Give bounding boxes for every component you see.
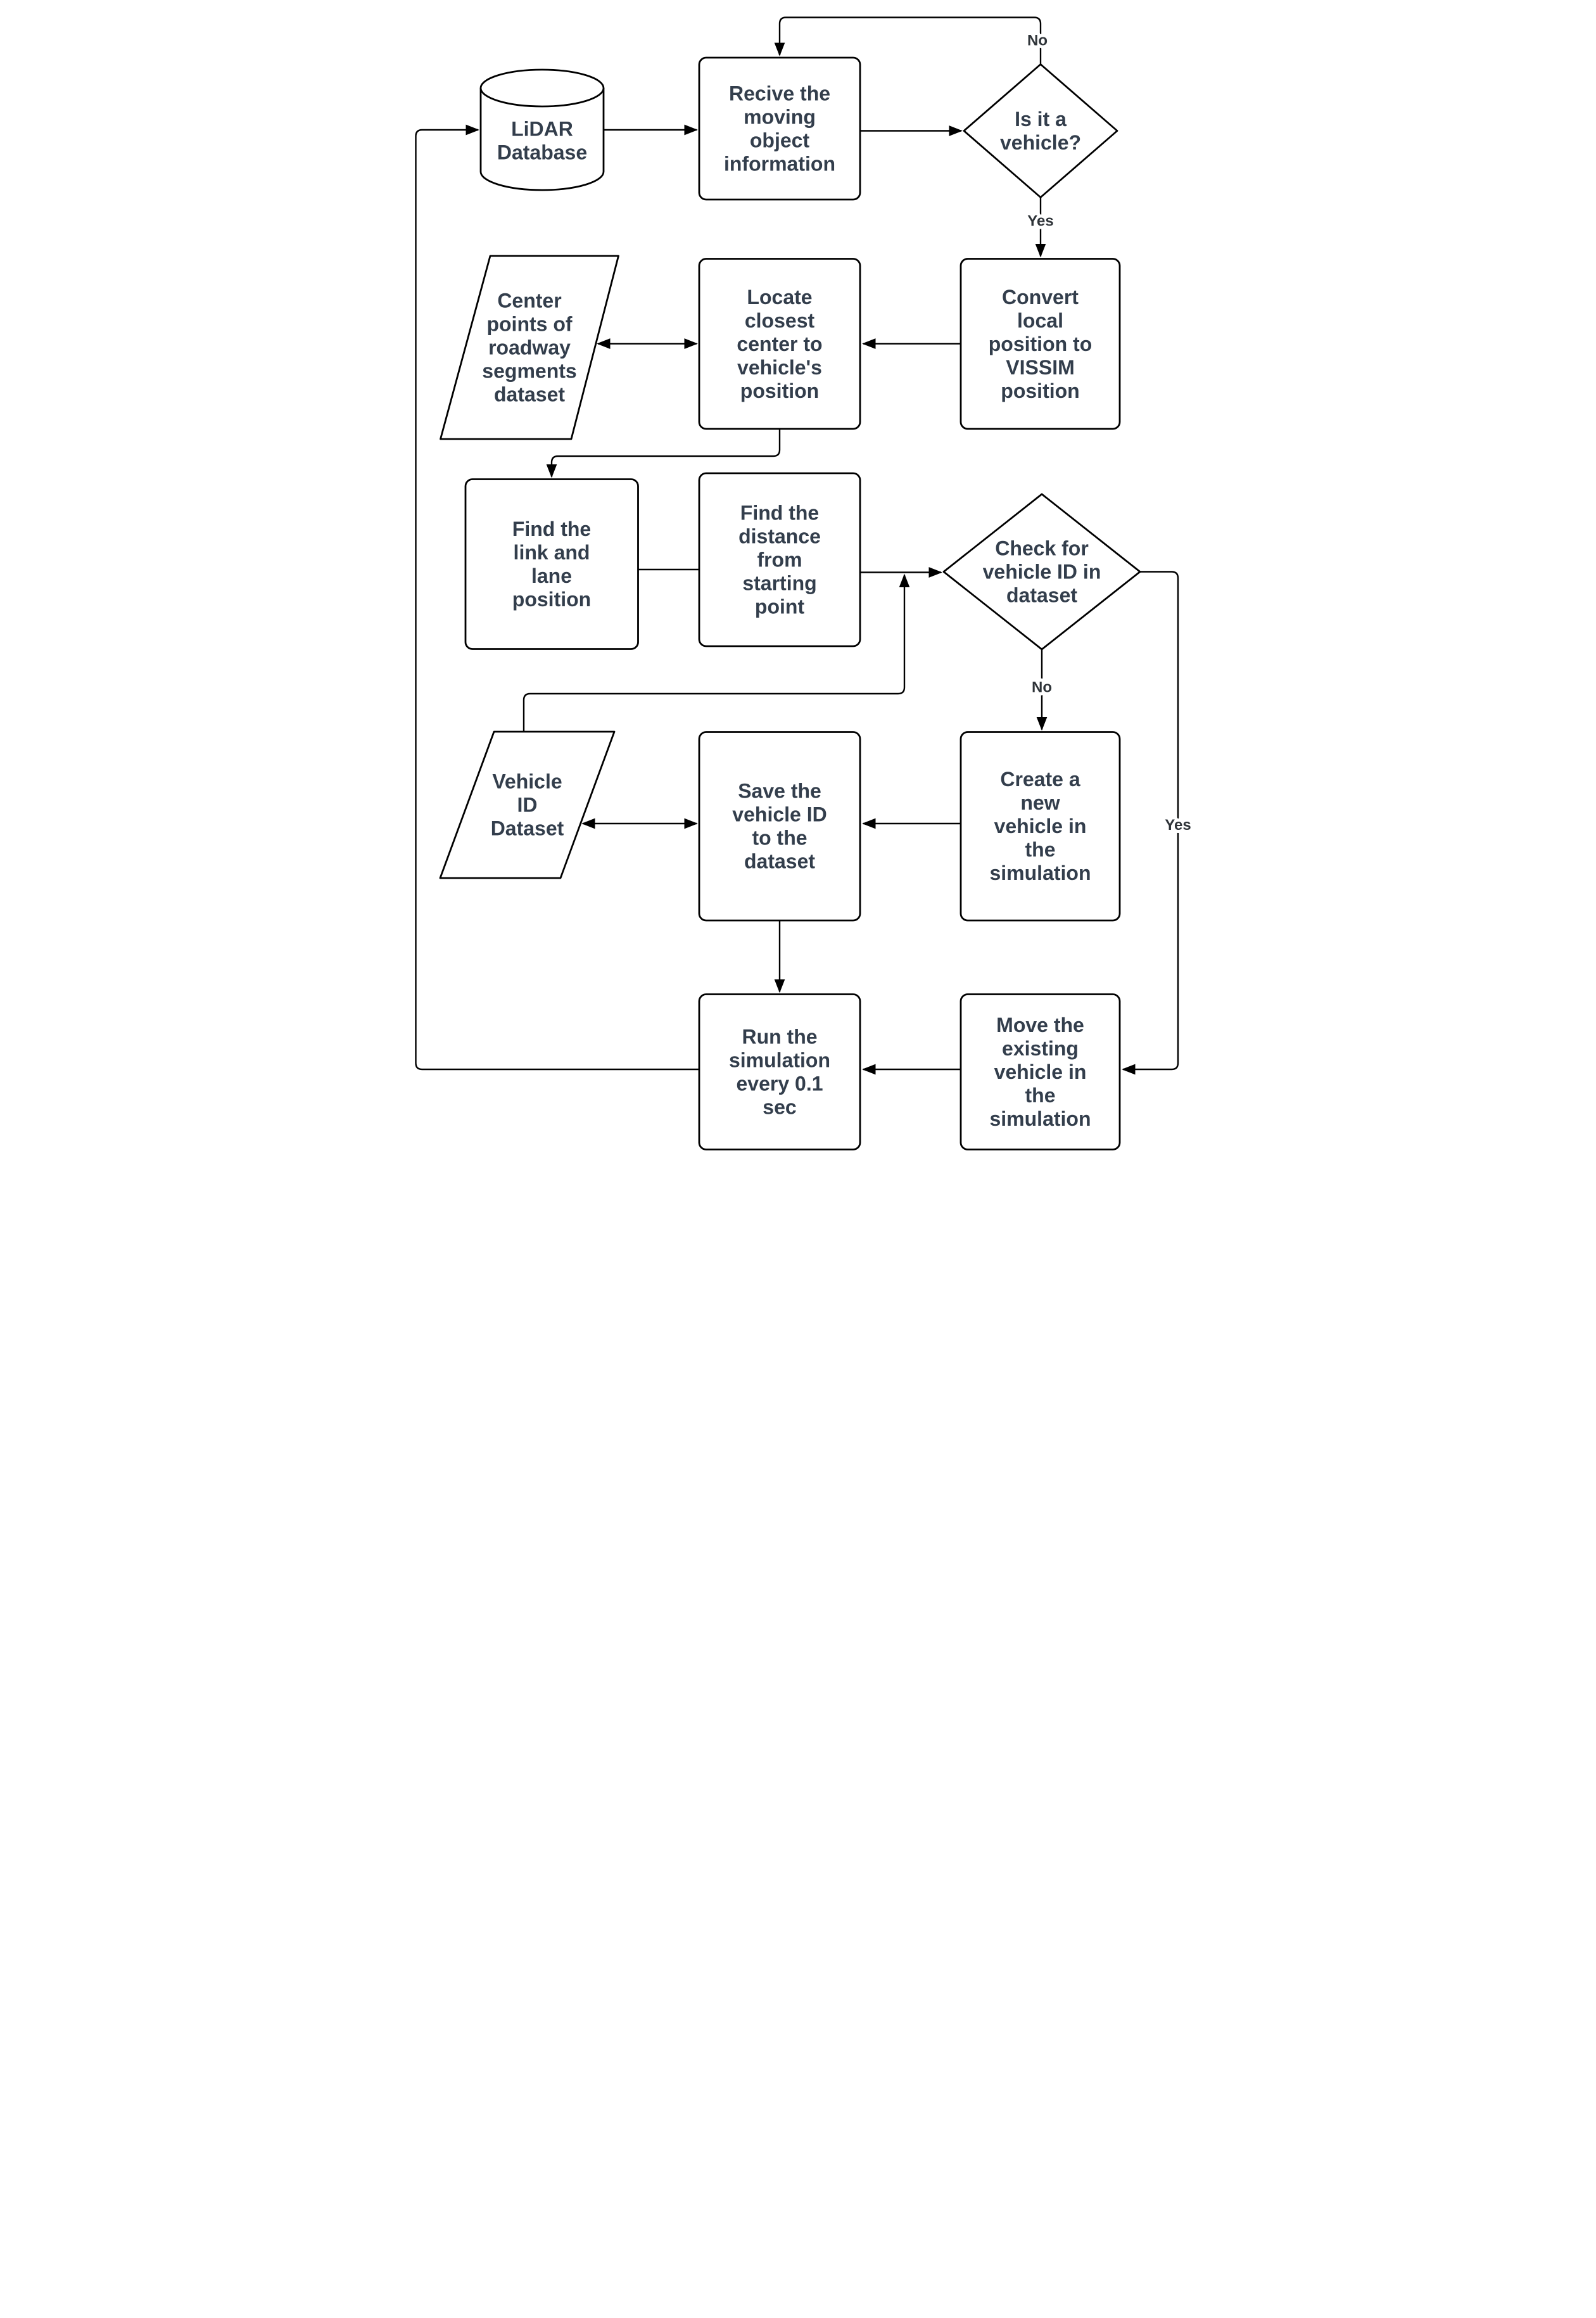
locate-center-box	[698, 258, 861, 430]
edge-checkid-yes: Yes	[1122, 571, 1194, 1075]
edge-isvehicle-no-loop: No	[774, 16, 1051, 65]
edge-label-isvehicle-yes: Yes	[1027, 213, 1053, 230]
vehicle-id-dataset-parallelogram	[439, 730, 616, 879]
edge-label-checkid-yes: Yes	[1165, 817, 1191, 834]
receive-info-box	[698, 56, 861, 201]
edge-run-to-lidar-loop	[415, 124, 699, 1071]
find-distance-box	[698, 472, 861, 647]
check-vehicle-id-diamond	[942, 493, 1141, 651]
create-vehicle-box	[960, 731, 1121, 922]
convert-position-box	[960, 258, 1121, 430]
save-vehicle-id-box	[698, 731, 861, 922]
is-vehicle-diamond	[963, 63, 1118, 198]
run-simulation-box	[698, 993, 861, 1150]
move-vehicle-box	[960, 993, 1121, 1150]
center-points-dataset-parallelogram	[440, 255, 619, 440]
edge-label-isvehicle-no-loop: No	[1027, 32, 1048, 49]
connector-line	[546, 429, 781, 478]
edge-label-checkid-no: No	[1032, 679, 1052, 696]
edge-checkid-no: No	[1029, 649, 1055, 731]
connector-line	[522, 573, 910, 731]
database-cylinder-rim	[479, 87, 605, 108]
connector-line	[1122, 571, 1179, 1075]
find-link-lane-box	[464, 478, 639, 650]
connector-line	[774, 16, 1042, 65]
edge-dataset-to-checkid	[522, 573, 910, 731]
connector-line	[415, 124, 699, 1071]
edge-isvehicle-yes: Yes	[1024, 197, 1057, 258]
edge-locate-to-findlink	[546, 429, 781, 478]
